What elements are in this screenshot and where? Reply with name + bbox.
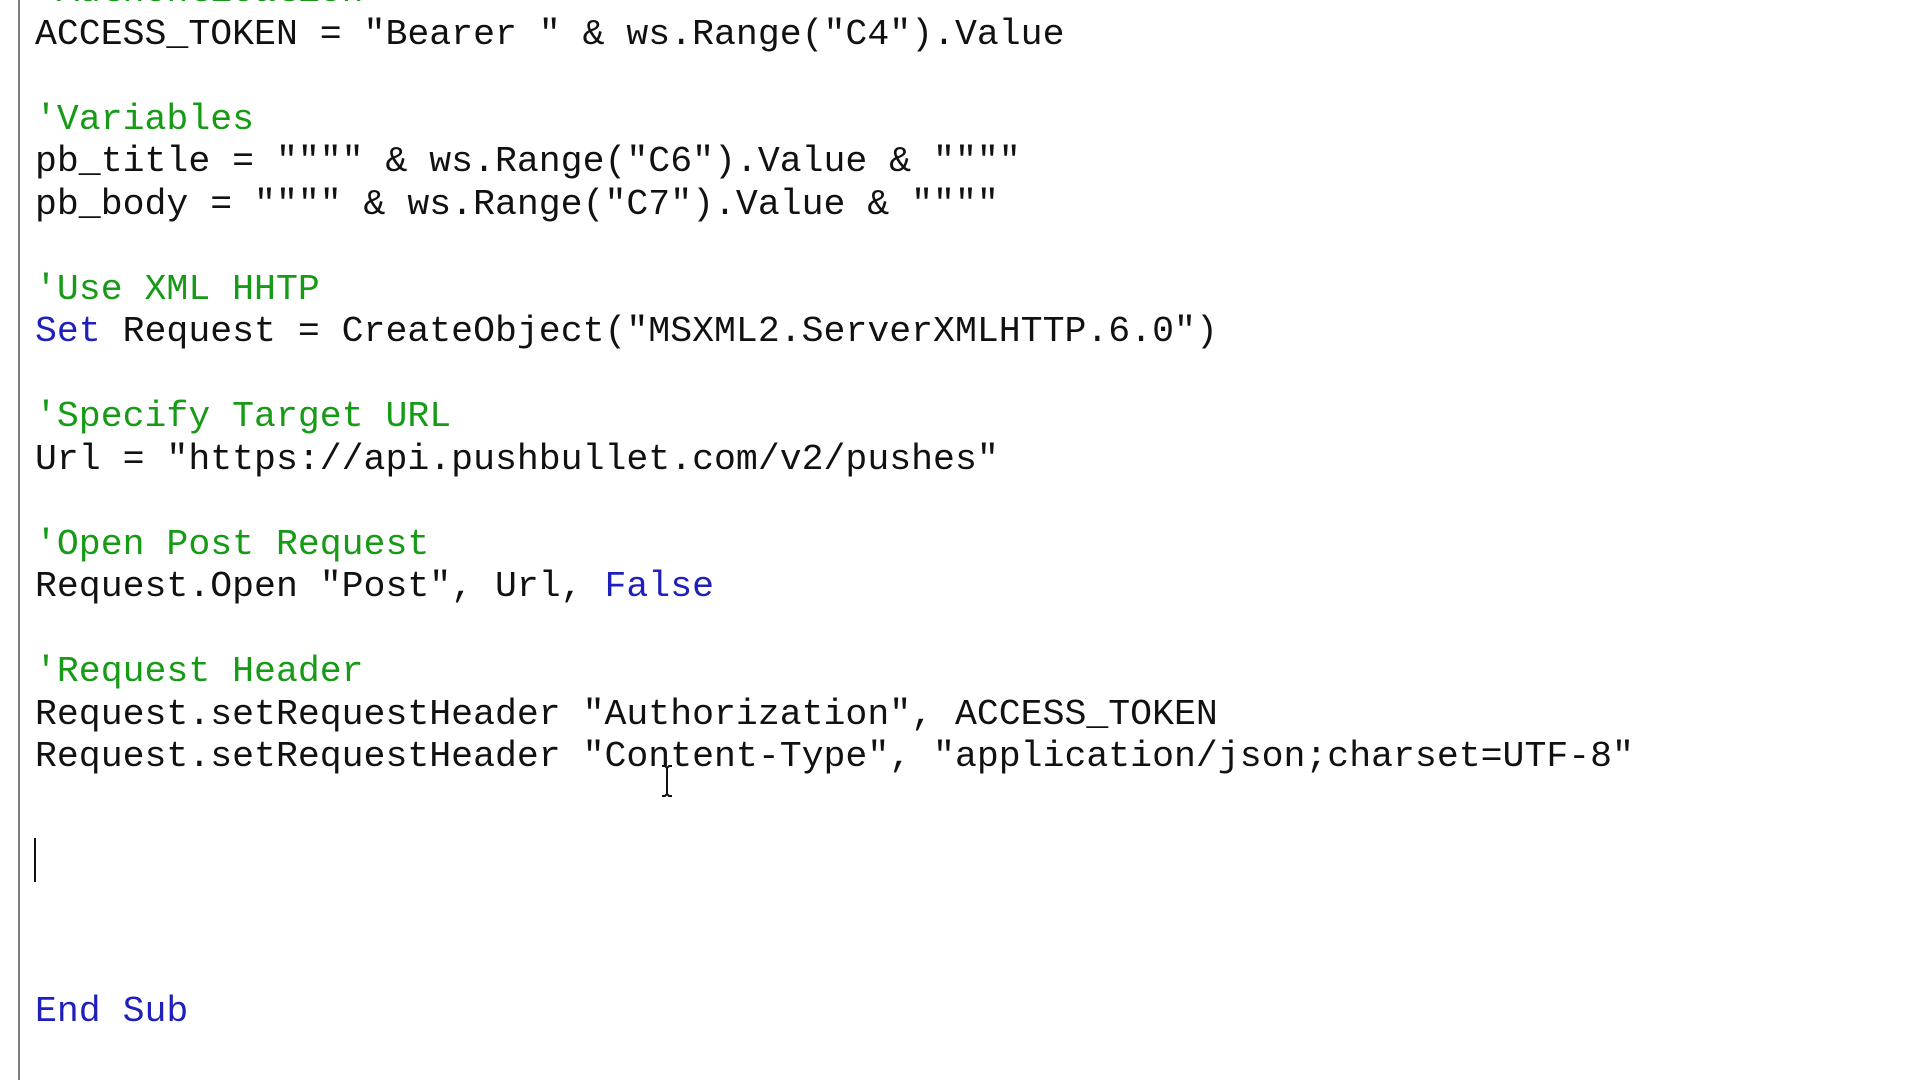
code-line[interactable]: Request.setRequestHeader "Authorization"… [35,694,1905,737]
code-text: Request.Open "Post", Url, [35,566,605,607]
code-line[interactable]: ACCESS_TOKEN = "Bearer " & ws.Range("C4"… [35,14,1905,57]
comment-text: 'Authentication [35,0,364,12]
code-text: pb_body = """" & ws.Range("C7").Value & … [35,183,999,225]
code-line[interactable] [35,864,1905,907]
code-text: pb_title = """" & ws.Range("C6").Value &… [35,141,1021,182]
code-line[interactable]: 'Open Post Request [35,524,1905,567]
code-text: Request.setRequestHeader "Content-Type",… [35,736,1634,777]
code-line[interactable]: Request.Open "Post", Url, False [35,566,1905,609]
code-text: Url = "https://api.pushbullet.com/v2/pus… [35,438,999,480]
comment-text: 'Specify Target URL [35,396,452,437]
keyword-text: End Sub [35,991,189,1032]
code-line[interactable] [35,609,1905,652]
comment-text: 'Open Post Request [35,523,430,565]
code-text: ACCESS_TOKEN = "Bearer " & ws.Range("C4"… [35,13,1065,55]
code-line[interactable] [35,906,1905,949]
code-line[interactable] [35,779,1905,822]
code-line[interactable]: Request.setRequestHeader "Content-Type",… [35,736,1905,779]
code-text: Request.setRequestHeader "Authorization"… [35,693,1218,735]
keyword-text: Set [35,311,101,352]
code-line[interactable]: End Sub [35,991,1905,1034]
code-line[interactable] [35,354,1905,397]
code-line[interactable]: 'Authentication [35,0,1905,14]
code-line[interactable] [35,226,1905,269]
code-line[interactable] [35,481,1905,524]
text-caret-icon [34,838,36,882]
keyword-text: False [604,566,715,607]
code-line[interactable] [35,821,1905,864]
comment-text: 'Use XML HHTP [35,268,320,310]
code-text: Request = CreateObject("MSXML2.ServerXML… [100,311,1218,352]
ibeam-cursor-icon [662,765,672,797]
gutter-divider [18,0,20,1080]
code-line[interactable]: pb_title = """" & ws.Range("C6").Value &… [35,141,1905,184]
comment-text: 'Variables [35,98,255,140]
margin-indicator-bar[interactable] [0,0,18,1080]
code-line[interactable]: 'Use XML HHTP [35,269,1905,312]
comment-text: 'Request Header [35,651,364,692]
code-line[interactable]: Url = "https://api.pushbullet.com/v2/pus… [35,439,1905,482]
code-pane[interactable]: 'Authentication ACCESS_TOKEN = "Bearer "… [35,0,1905,1034]
code-line[interactable]: 'Request Header [35,651,1905,694]
code-line[interactable]: pb_body = """" & ws.Range("C7").Value & … [35,184,1905,227]
code-line[interactable]: Set Request = CreateObject("MSXML2.Serve… [35,311,1905,354]
code-line[interactable]: 'Specify Target URL [35,396,1905,439]
code-line[interactable]: 'Variables [35,99,1905,142]
code-line[interactable] [35,56,1905,99]
code-line[interactable] [35,949,1905,992]
